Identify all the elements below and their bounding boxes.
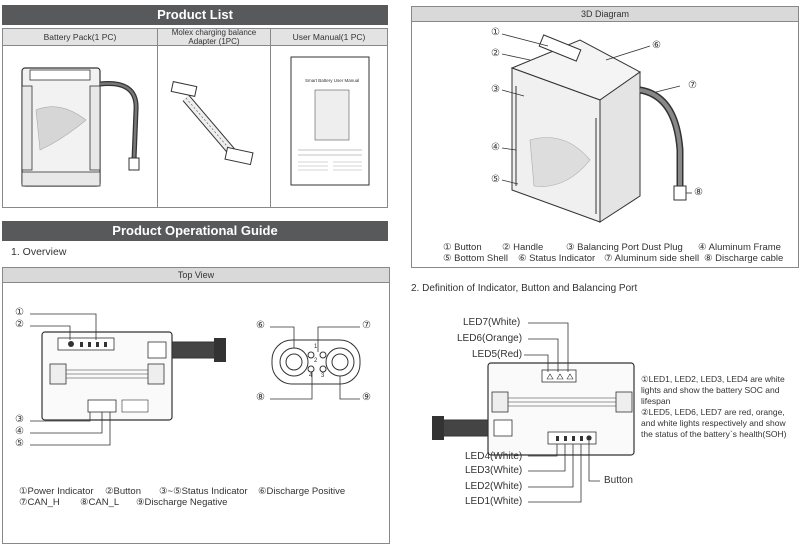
led1-label: LED1(White): [465, 496, 523, 507]
diagram-3d-callout-8: ⑧: [694, 187, 703, 198]
product-list-divider-2: [270, 29, 271, 207]
button-label: Button: [604, 475, 633, 486]
top-view-caption-button: ②Button: [105, 486, 141, 497]
column-header-manual: User Manual(1 PC): [292, 32, 366, 42]
top-view-callout-6: ⑥: [256, 320, 265, 331]
top-view-callout-3: ③: [15, 414, 24, 425]
manual-cover-title: Smart Battery User Manual: [305, 78, 360, 83]
top-view-caption-status-indicator: ③~⑤Status Indicator: [159, 486, 248, 497]
port-label-4: 4: [309, 373, 313, 379]
top-view-caption-discharge-positive: ⑥Discharge Positive: [258, 486, 346, 497]
top-view-title: Top View: [2, 267, 390, 283]
diagram-3d-panel: [411, 21, 799, 268]
diagram-3d-callout-1: ①: [491, 27, 500, 38]
indicator-note-1: ①LED1, LED2, LED3, LED4 are white lights…: [641, 374, 785, 406]
diagram-3d-caption-frame: ④ Aluminum Frame: [698, 242, 781, 253]
indicator-note-2: ②LED5, LED6, LED7 are red, orange, and w…: [641, 407, 787, 439]
top-view-caption-can-l: ⑧CAN_L: [80, 497, 120, 508]
led2-label: LED2(White): [465, 481, 523, 492]
top-view-caption-can-h: ⑦CAN_H: [19, 497, 60, 508]
top-view-callout-8: ⑧: [256, 392, 265, 403]
diagram-3d-caption-dust-plug: ③ Balancing Port Dust Plug: [566, 242, 683, 253]
product-list-header-bg: [3, 29, 387, 45]
diagram-3d-caption-status-indicator: ⑥ Status Indicator: [518, 253, 596, 264]
diagram-3d-caption-button: ① Button: [443, 242, 482, 253]
diagram-3d-caption-side-shell: ⑦ Aluminum side shell: [604, 253, 700, 264]
product-list-header-line: [3, 45, 387, 46]
diagram-3d-title: 3D Diagram: [411, 6, 799, 22]
top-view-callout-2: ②: [15, 319, 24, 330]
diagram-3d-callout-7: ⑦: [688, 80, 697, 91]
led4-label: LED4(White): [465, 451, 523, 462]
product-list-table: [2, 28, 388, 208]
port-label-1: 1: [314, 344, 318, 350]
diagram-3d-caption-discharge-cable: ⑧ Discharge cable: [704, 253, 784, 264]
diagram-3d-callout-2: ②: [491, 48, 500, 59]
column-header-adapter: Molex charging balance Adapter (1PC): [171, 28, 257, 46]
top-view-callout-5: ⑤: [15, 438, 24, 449]
port-label-2: 2: [314, 358, 318, 364]
product-list-divider-1: [157, 29, 158, 207]
column-header-battery: Battery Pack(1 PC): [43, 32, 117, 42]
overview-heading: 1. Overview: [11, 246, 67, 258]
indicator-section-heading: 2. Definition of Indicator, Button and B…: [411, 283, 638, 294]
diagram-3d-caption-handle: ② Handle: [502, 242, 544, 253]
top-view-callout-9: ⑨: [362, 392, 371, 403]
diagram-3d-callout-6: ⑥: [652, 40, 661, 51]
diagram-3d-callout-3: ③: [491, 84, 500, 95]
led6-label: LED6(Orange): [457, 333, 523, 344]
top-view-caption-power-indicator: ①Power Indicator: [19, 486, 94, 497]
product-list-title: Product List: [2, 5, 388, 25]
diagram-3d-callout-4: ④: [491, 142, 500, 153]
led3-label: LED3(White): [465, 465, 523, 476]
led7-label: LED7(White): [463, 317, 521, 328]
top-view-callout-1: ①: [15, 307, 24, 318]
top-view-caption-discharge-negative: ⑨Discharge Negative: [136, 497, 228, 508]
top-view-callout-7: ⑦: [362, 320, 371, 331]
diagram-3d-caption-bottom-shell: ⑤ Bottom Shell: [443, 253, 509, 264]
top-view-callout-4: ④: [15, 426, 24, 437]
led5-label: LED5(Red): [472, 349, 523, 360]
diagram-3d-callout-5: ⑤: [491, 174, 500, 185]
operational-guide-title: Product Operational Guide: [2, 221, 388, 241]
port-label-3: 3: [321, 373, 325, 379]
